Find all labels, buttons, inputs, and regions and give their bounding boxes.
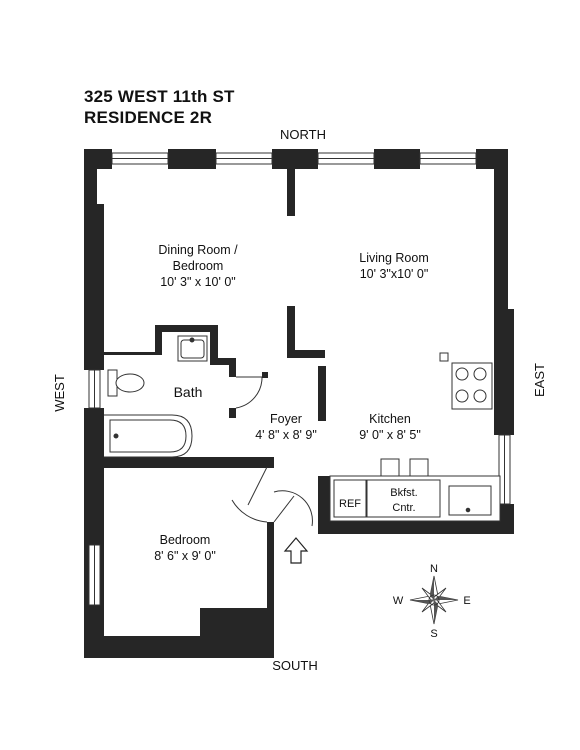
walls (84, 149, 514, 658)
direction-labels: NORTH SOUTH EAST WEST (52, 127, 547, 673)
south-label: SOUTH (272, 658, 318, 673)
compass-w: W (393, 595, 404, 607)
entry-arrow-icon (283, 537, 309, 564)
foyer-size: 4' 8" x 8' 9" (255, 428, 317, 442)
doors (231, 376, 313, 527)
compass-n: N (430, 563, 438, 575)
north-label: NORTH (280, 127, 326, 142)
counter-label: Bkfst. (390, 487, 418, 499)
dining-room-label-line2: Bedroom (173, 259, 224, 273)
living-room-label: Living Room (359, 251, 428, 265)
bedroom-label: Bedroom (160, 533, 211, 547)
compass-rose-icon: N S E W (393, 563, 471, 640)
kitchen-size: 9' 0" x 8' 5" (359, 428, 421, 442)
compass-s: S (430, 628, 437, 640)
west-label: WEST (52, 374, 67, 412)
ref-label: REF (339, 498, 361, 510)
room-labels: Dining Room / Bedroom 10' 3" x 10' 0" Li… (154, 243, 429, 563)
address-title: 325 WEST 11th ST (84, 87, 235, 106)
windows (88, 152, 511, 606)
foyer-label: Foyer (270, 412, 302, 426)
kitchen-label: Kitchen (369, 412, 411, 426)
bedroom-size: 8' 6" x 9' 0" (154, 549, 216, 563)
dining-room-label: Dining Room / (158, 243, 238, 257)
compass-e: E (463, 595, 470, 607)
counter-label-line2: Cntr. (392, 502, 415, 514)
dining-room-size: 10' 3" x 10' 0" (160, 275, 236, 289)
living-room-size: 10' 3"x10' 0" (360, 267, 429, 281)
east-label: EAST (532, 363, 547, 397)
bath-label: Bath (174, 384, 203, 400)
unit-title: RESIDENCE 2R (84, 108, 213, 127)
window-mullions (94, 158, 505, 605)
bath-fixtures (104, 335, 208, 458)
kitchen-fixtures (329, 352, 501, 522)
